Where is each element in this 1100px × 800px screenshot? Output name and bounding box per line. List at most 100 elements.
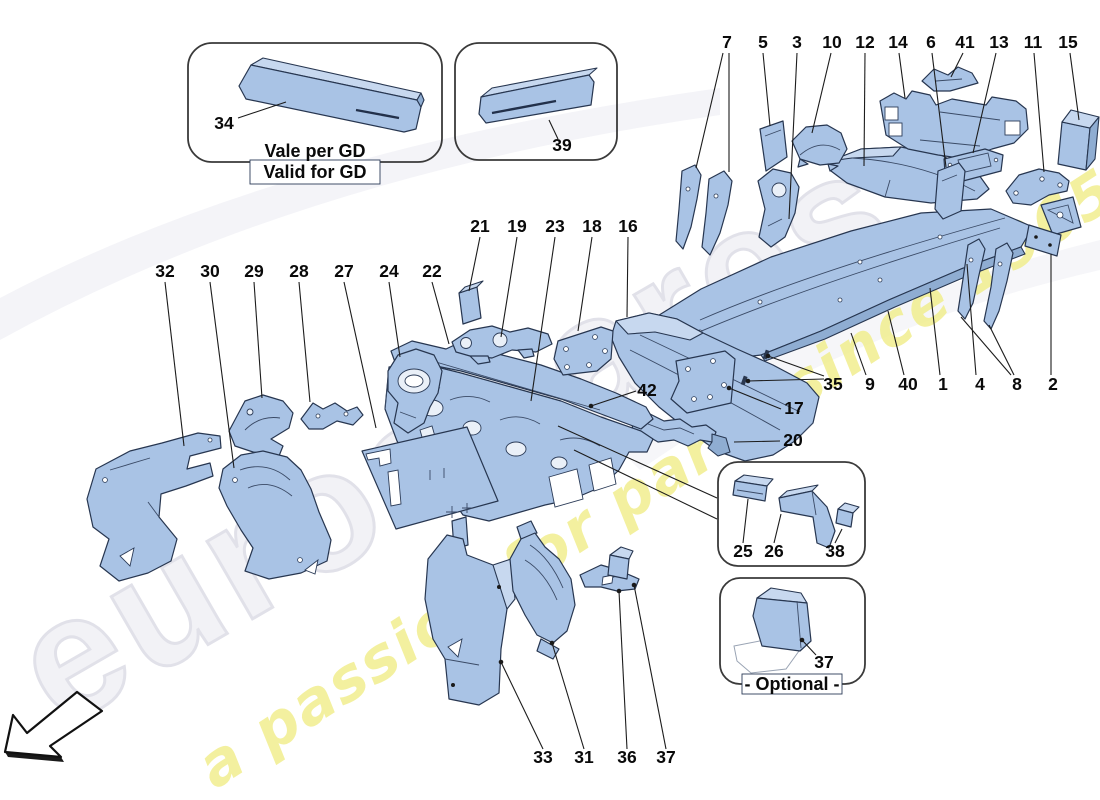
detail: [934, 162, 966, 220]
detail: [701, 170, 733, 256]
detail: [524, 559, 558, 601]
detail: [835, 508, 854, 528]
detail: [469, 355, 491, 365]
detail: [343, 411, 349, 417]
detail: [207, 437, 213, 443]
leader-dot-37: [631, 582, 637, 588]
part-15-shape: [1057, 109, 1100, 171]
detail: [691, 396, 697, 402]
callout-label-31: 31: [574, 747, 594, 767]
leader-line-4: [966, 263, 977, 376]
leader-line-19: [500, 236, 518, 338]
part-26-shape: [778, 484, 836, 549]
leader-line-26: [773, 513, 782, 544]
detail: [1057, 121, 1091, 171]
detail: [797, 158, 809, 168]
panel-39-frame: [454, 42, 618, 161]
leader-line-8: [988, 324, 1015, 376]
leader-line-40: [887, 310, 905, 376]
callout-label-19: 19: [507, 216, 527, 236]
detail: [529, 544, 564, 589]
leader-dot-36: [616, 588, 622, 594]
detail: [517, 348, 535, 359]
detail: [586, 362, 592, 368]
detail: [837, 297, 843, 303]
leader-line-8: [960, 316, 1012, 376]
detail: [1085, 116, 1100, 171]
leader-line-17: [728, 387, 782, 410]
detail: [827, 163, 839, 172]
detail: [740, 375, 748, 386]
part-5-shape: [759, 120, 788, 172]
detail: [5, 752, 64, 762]
detail: [857, 259, 863, 265]
detail: [721, 382, 727, 388]
callout-label-34: 34: [214, 113, 234, 133]
part-7-shape: [675, 164, 733, 256]
detail: [592, 334, 598, 340]
detail: [884, 106, 899, 121]
leader-line-5: [762, 52, 771, 127]
detail: [449, 396, 491, 403]
detail: [244, 417, 281, 431]
callout-label-26: 26: [764, 541, 784, 561]
detail: [588, 457, 617, 492]
callout-label-2: 2: [1048, 374, 1058, 394]
detail: [647, 423, 695, 435]
leader-line-35: [767, 355, 825, 377]
parts-layer: [86, 66, 1100, 706]
callout-label-6: 6: [926, 32, 936, 52]
detail: [238, 64, 422, 133]
callout-label-8: 8: [1012, 374, 1022, 394]
detail: [713, 193, 719, 199]
detail: [446, 506, 458, 518]
detail: [147, 501, 160, 518]
detail: [935, 78, 963, 82]
detail: [505, 441, 527, 457]
detail: [119, 547, 135, 567]
leader-line-35: [747, 378, 825, 382]
detail: [771, 182, 787, 198]
detail: [228, 394, 294, 457]
detail: [424, 534, 508, 706]
detail: [246, 408, 254, 416]
leader-line-3: [788, 52, 798, 220]
part-11-shape: [1005, 168, 1070, 206]
detail: [462, 503, 472, 513]
detail: [315, 413, 321, 419]
callout-label-36: 36: [617, 747, 637, 767]
detail: [451, 683, 455, 687]
leader-dot-31: [549, 640, 555, 646]
leader-line-36: [618, 590, 628, 750]
leader-line-32: [164, 281, 185, 447]
detail: [553, 326, 614, 376]
detail: [941, 174, 958, 182]
detail: [699, 217, 1006, 321]
detail: [757, 168, 800, 248]
callout-label-20: 20: [783, 430, 803, 450]
panel-25-frame: [717, 461, 866, 567]
leader-line-29: [253, 281, 263, 399]
part-30-shape: [218, 450, 332, 580]
detail: [499, 416, 541, 425]
part-33-shape: [424, 516, 516, 706]
callout-label-14: 14: [888, 32, 908, 52]
detail: [355, 108, 400, 120]
leader-line-13: [972, 52, 997, 154]
leader-line-41: [950, 52, 964, 78]
detail: [492, 558, 516, 610]
callout-label-28: 28: [289, 261, 309, 281]
detail: [764, 129, 782, 137]
detail: [416, 92, 425, 108]
detail: [447, 638, 463, 658]
callout-label-9: 9: [865, 374, 875, 394]
detail: [757, 299, 763, 305]
part-21-shape: [458, 280, 484, 325]
detail: [689, 227, 1001, 337]
direction-arrow-icon: [3, 690, 104, 762]
leader-line-34: [237, 101, 287, 119]
detail: [997, 261, 1003, 267]
detail: [707, 433, 731, 457]
detail: [1034, 235, 1038, 239]
detail: [563, 346, 569, 352]
